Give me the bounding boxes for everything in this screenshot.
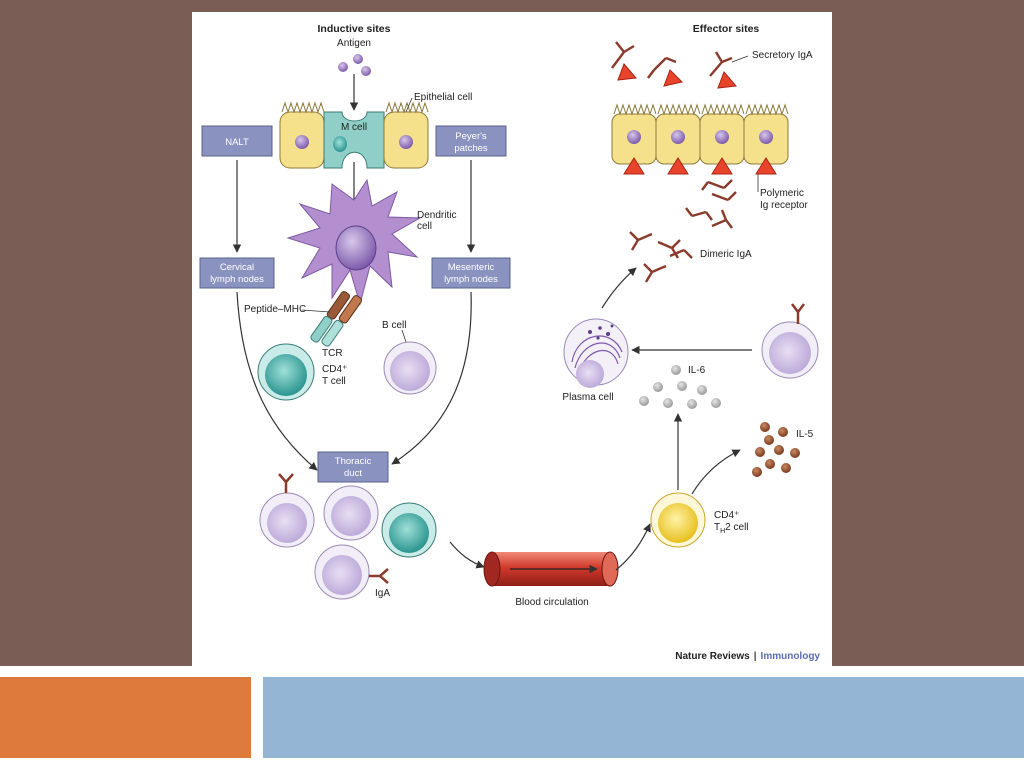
dimeric-iga	[629, 207, 733, 283]
cd4-t-cell-label-1: CD4⁺	[322, 364, 347, 375]
il5-label: IL-5	[796, 429, 814, 440]
polymeric-receptor-label-2: Ig receptor	[760, 200, 808, 211]
iga-b-cell	[761, 303, 819, 379]
peyers-patches-label-1: Peyer's	[455, 131, 487, 142]
th2-cell	[650, 492, 706, 548]
thoracic-duct-box: Thoracic duct	[317, 451, 389, 483]
thoracic-duct-label-2: duct	[344, 468, 362, 479]
footer-blue-block	[263, 677, 1024, 758]
th2-cell-label-2: TH2 cell	[714, 522, 749, 535]
antigen-particles	[338, 54, 371, 76]
plasma-cell	[563, 318, 629, 388]
inductive-sites-heading: Inductive sites	[318, 23, 391, 35]
duct-lymphocytes	[259, 473, 437, 600]
cervical-label-2: lymph nodes	[210, 274, 264, 285]
antigen-label: Antigen	[337, 38, 371, 49]
mesenteric-label-2: lymph nodes	[444, 274, 498, 285]
th2-cell-label-1: CD4⁺	[714, 510, 739, 521]
dendritic-cell-label-1: Dendritic	[417, 210, 456, 221]
credit-section: Immunology	[761, 651, 821, 662]
footer-orange-block	[0, 677, 251, 758]
credit-journal: Nature Reviews	[675, 651, 750, 662]
nalt-box: NALT	[201, 125, 273, 157]
m-cell-label: M cell	[341, 122, 367, 133]
tcr-label: TCR	[322, 348, 343, 359]
peptide-mhc-tcr-complex	[310, 291, 363, 347]
cd4-t-cell-label-2: T cell	[322, 376, 346, 387]
nalt-label: NALT	[225, 137, 249, 148]
cervical-label-1: Cervical	[220, 262, 254, 273]
effector-sites-heading: Effector sites	[693, 23, 760, 35]
cervical-lymph-nodes-box: Cervical lymph nodes	[199, 257, 275, 289]
credit-separator: |	[754, 651, 757, 662]
il5-particles	[752, 422, 800, 477]
il6-particles	[639, 365, 721, 409]
epithelial-cell-label: Epithelial cell	[414, 92, 472, 103]
blood-vessel	[483, 551, 619, 587]
effector-epithelium	[611, 103, 789, 165]
blood-circulation-label: Blood circulation	[515, 597, 588, 608]
plasma-cell-label: Plasma cell	[562, 392, 613, 403]
thoracic-duct-label-1: Thoracic	[335, 456, 372, 467]
mesenteric-lymph-nodes-box: Mesenteric lymph nodes	[431, 257, 511, 289]
b-cell-label: B cell	[382, 320, 406, 331]
secretory-iga-label: Secretory IgA	[752, 50, 813, 61]
journal-credit: Nature Reviews | Immunology	[675, 651, 820, 662]
il6-label: IL-6	[688, 365, 706, 376]
b-cell	[383, 341, 437, 395]
mesenteric-label-1: Mesenteric	[448, 262, 495, 273]
dendritic-cell-label-2: cell	[417, 221, 432, 232]
secretory-iga	[611, 41, 737, 89]
mucosal-immunity-diagram: Inductive sites Effector sites Antigen M…	[199, 23, 820, 662]
polymeric-ig-receptors	[623, 157, 777, 202]
peyers-patches-box: Peyer's patches	[435, 125, 507, 157]
cd4-t-cell	[257, 343, 315, 401]
peptide-mhc-label: Peptide–MHC	[244, 304, 306, 315]
figure-panel: Inductive sites Effector sites Antigen M…	[192, 12, 832, 666]
th2-cell-label-sub: H	[720, 528, 725, 535]
peyers-patches-label-2: patches	[454, 143, 488, 154]
th2-cell-label-rest: 2 cell	[725, 522, 748, 533]
inductive-epithelium	[279, 101, 429, 169]
dimeric-iga-label: Dimeric IgA	[700, 249, 752, 260]
polymeric-receptor-label-1: Polymeric	[760, 188, 804, 199]
th2-cell-label-t: T	[714, 522, 720, 533]
iga-label: IgA	[375, 588, 390, 599]
